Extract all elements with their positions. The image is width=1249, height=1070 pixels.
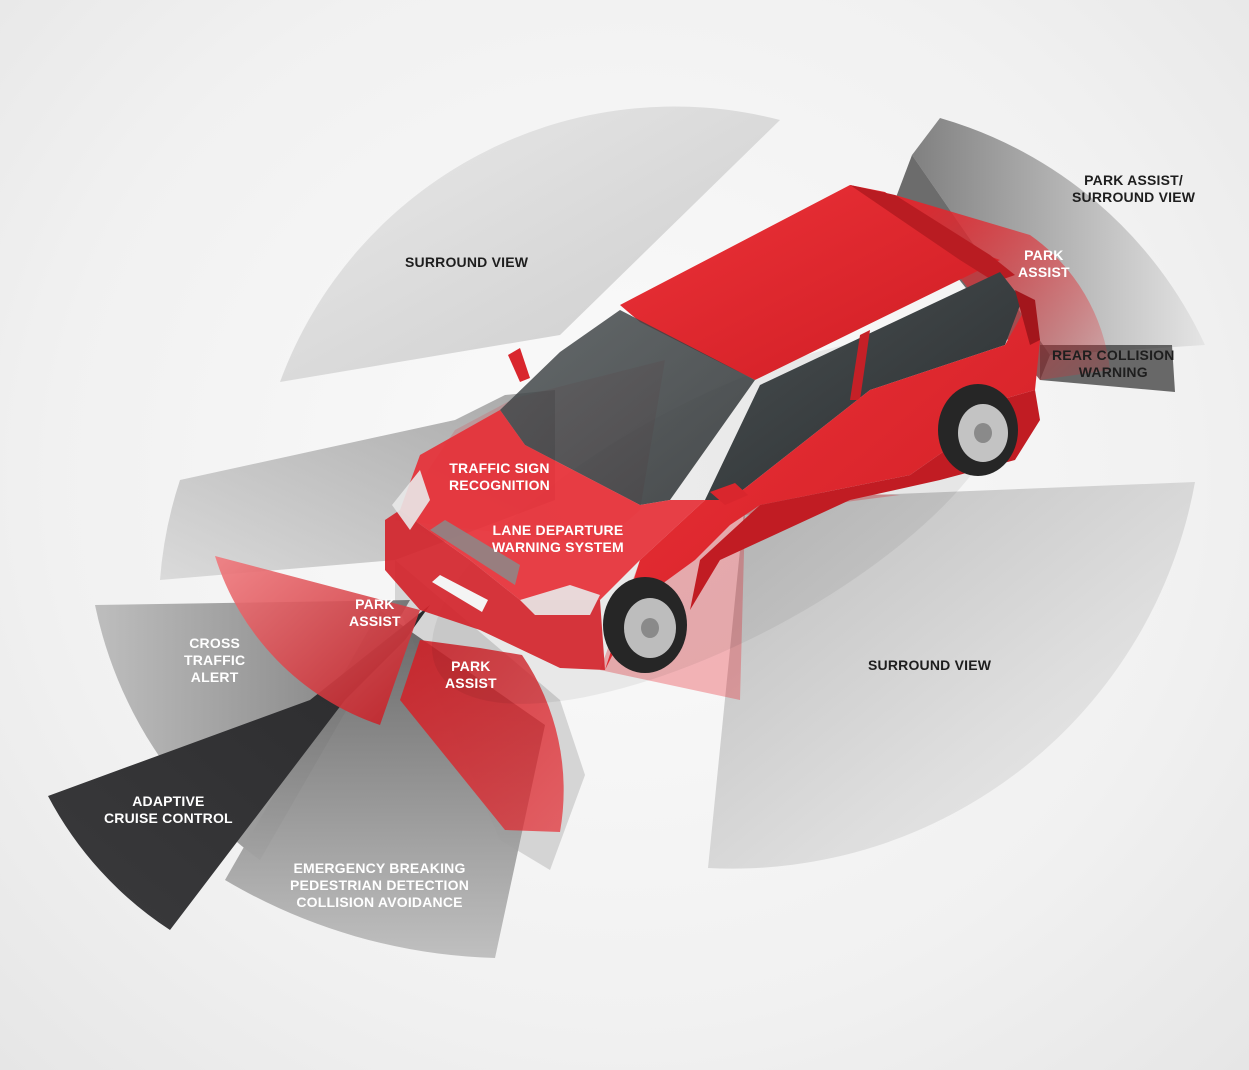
label-line: PEDESTRIAN DETECTION [290,877,470,893]
surround-view-right-zone [708,482,1195,869]
grille [430,520,520,585]
cross-traffic-alert-label: CROSS TRAFFIC ALERT [184,635,245,686]
wheel-rear [938,384,1018,476]
label-line: TRAFFIC SIGN [449,460,550,476]
emergency-braking-label: EMERGENCY BREAKING PEDESTRIAN DETECTION … [290,860,469,911]
park-assist-front-right-zone [400,640,564,832]
label-line: ASSIST [445,675,497,691]
label-line: PARK [355,596,395,612]
traffic-sign-recognition-label: TRAFFIC SIGN RECOGNITION [449,460,550,494]
label-line: CROSS [189,635,241,651]
label-line: ADAPTIVE [132,793,205,809]
label-line: PARK ASSIST/ [1084,172,1184,188]
headlight-right [520,585,600,615]
label-line: TRAFFIC [184,652,246,668]
wheel-front [603,577,687,673]
surround-view-front-left-zone [280,106,780,382]
label-line: ALERT [190,669,239,685]
label-line: ASSIST [1018,264,1070,280]
label-line: PARK [1024,247,1064,263]
license-plate [432,575,488,612]
label-line: WARNING [1078,364,1148,380]
label-line: SURROUND VIEW [405,254,529,270]
park-assist-surround-view-rear-label: PARK ASSIST/ SURROUND VIEW [1072,172,1195,206]
label-line: EMERGENCY BREAKING [293,860,466,876]
side-window [705,272,1022,500]
park-assist-front-left-label: PARK ASSIST [349,596,401,630]
surround-view-right-label: SURROUND VIEW [868,657,991,674]
label-line: PARK [451,658,491,674]
surround-view-front-left-label: SURROUND VIEW [405,254,528,271]
park-assist-front-right-label: PARK ASSIST [445,658,497,692]
windshield [500,310,755,505]
label-line: SURROUND VIEW [1072,189,1196,205]
car-illustration [385,185,1040,704]
label-line: REAR COLLISION [1052,347,1175,363]
park-assist-surround-view-rear-zone [912,118,1205,355]
label-line: RECOGNITION [449,477,550,493]
lane-departure-warning-label: LANE DEPARTURE WARNING SYSTEM [492,522,624,556]
rear-collision-warning-label: REAR COLLISION WARNING [1052,347,1175,381]
label-line: ASSIST [349,613,401,629]
label-line: LANE DEPARTURE [492,522,624,538]
headlight-left [392,470,430,530]
label-line: CRUISE CONTROL [104,810,233,826]
adaptive-cruise-control-label: ADAPTIVE CRUISE CONTROL [104,793,233,827]
mirror-right [710,483,748,505]
park-assist-front-left-zone [215,556,420,725]
label-line: COLLISION AVOIDANCE [296,894,463,910]
label-line: SURROUND VIEW [868,657,992,673]
park-assist-rear-label: PARK ASSIST [1018,247,1070,281]
label-line: WARNING SYSTEM [492,539,624,555]
mirror-left [508,348,530,382]
